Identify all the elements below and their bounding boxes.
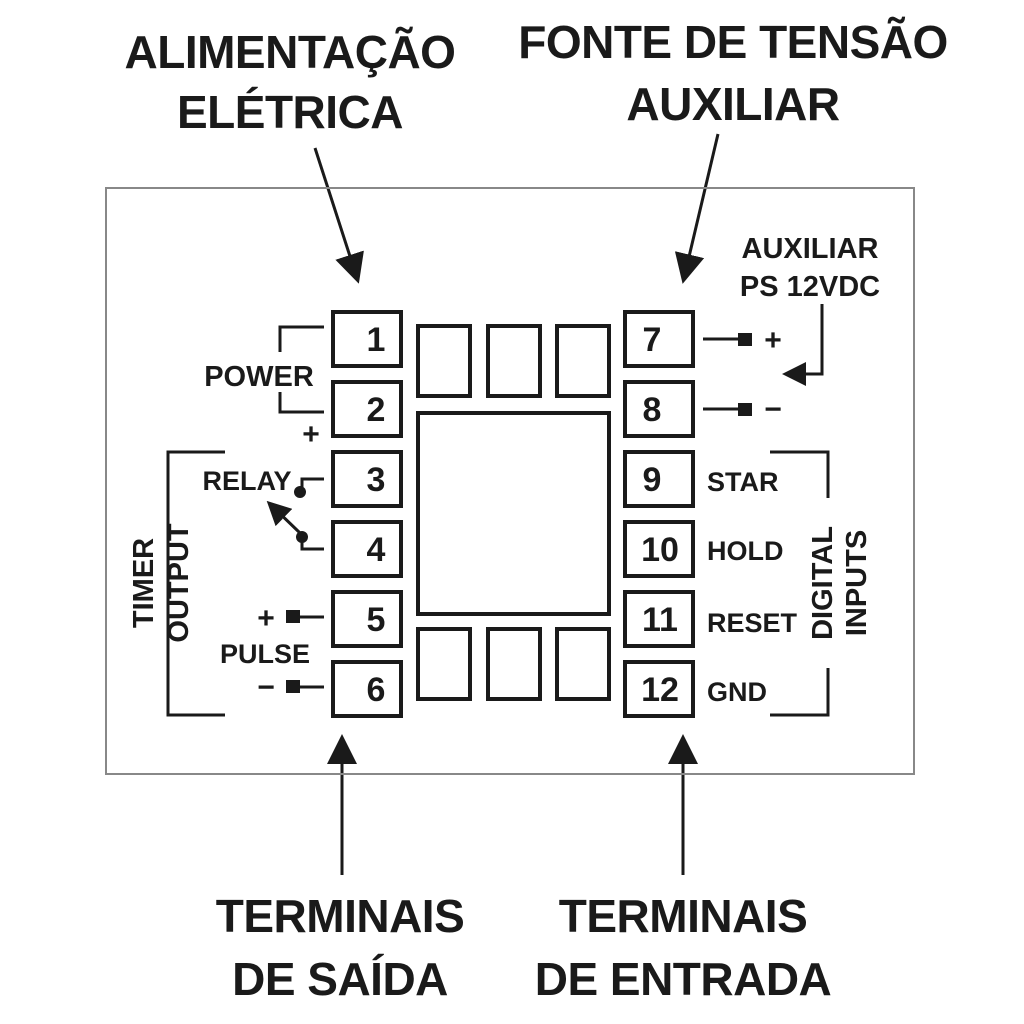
terminal-number: 10 [641, 531, 679, 569]
aux-plus-sign: + [764, 324, 782, 357]
terminal-7 [623, 310, 695, 368]
callout-aux-source-line1: FONTE DE TENSÃO [518, 16, 948, 68]
display-segment [555, 627, 611, 701]
pulse-label: PULSE [220, 639, 310, 669]
aux-minus-sign: − [764, 393, 782, 426]
terminal-9 [623, 450, 695, 508]
terminal-number: 11 [642, 601, 678, 639]
terminal-4 [331, 520, 403, 578]
power-plus-sign: + [302, 418, 320, 451]
callout-aux-source: FONTE DE TENSÃO AUXILIAR [518, 16, 948, 130]
callout-output-terminals-line2: DE SAÍDA [232, 953, 448, 1005]
pulse-minus-terminal [286, 680, 300, 693]
terminal-number: 1 [367, 321, 386, 359]
relay-contact-top [294, 486, 306, 498]
aux-pointer-arrow [782, 304, 824, 386]
display-segment [416, 627, 472, 701]
callout-input-terminals: TERMINAIS DE ENTRADA [535, 890, 832, 1005]
terminal-number: 5 [367, 601, 386, 639]
display-segment [555, 324, 611, 398]
terminal-8 [623, 380, 695, 438]
terminal-12 [623, 660, 695, 718]
terminal-1 [331, 310, 403, 368]
display-window [416, 411, 611, 616]
aux-label-line1: AUXILIAR [742, 233, 879, 265]
right-terminal-strip: 7 8 9 10 11 12 [623, 310, 695, 718]
pulse-plus-terminal [286, 610, 300, 623]
terminal-number: 9 [643, 461, 662, 499]
digital-input-labels: STAR HOLD RESET GND [707, 467, 798, 707]
input-label-star: STAR [707, 467, 779, 497]
callout-output-terminals-line1: TERMINAIS [216, 890, 465, 942]
digital-inputs-bracket-bottom [770, 668, 830, 717]
input-label-gnd: GND [707, 677, 767, 707]
terminal-3 [331, 450, 403, 508]
callout-input-terminals-line2: DE ENTRADA [535, 953, 832, 1005]
aux-label-line2: PS 12VDC [740, 271, 880, 303]
display-segment [486, 324, 542, 398]
callout-power-supply: ALIMENTAÇÃO ELÉTRICA [125, 26, 456, 138]
display-segment [416, 324, 472, 398]
power-bracket: POWER + [204, 325, 324, 451]
pulse-minus-sign: − [257, 671, 275, 704]
terminal-5 [331, 590, 403, 648]
terminal-6 [331, 660, 403, 718]
input-label-hold: HOLD [707, 536, 784, 566]
terminal-number: 3 [367, 461, 386, 499]
power-bracket-bottom [278, 392, 324, 414]
timer-output-label-line2: OUTPUT [163, 523, 195, 643]
callout-power-supply-line1: ALIMENTAÇÃO [125, 26, 456, 78]
aux-power-output: AUXILIAR PS 12VDC + − [703, 233, 880, 426]
power-label: POWER [204, 361, 314, 393]
pulse-output: + PULSE − [220, 602, 324, 704]
arrow-to-power-terminals [313, 147, 364, 284]
relay-contacts: RELAY [202, 466, 324, 551]
pulse-plus-sign: + [257, 602, 275, 635]
terminal-2 [331, 380, 403, 438]
callout-aux-source-line2: AUXILIAR [626, 78, 840, 130]
display-segment [486, 627, 542, 701]
relay-switch-arm [266, 500, 302, 535]
terminal-number: 7 [643, 321, 662, 359]
callout-power-supply-line2: ELÉTRICA [177, 86, 403, 138]
timer-output-label-line1: TIMER [128, 538, 160, 628]
digital-inputs-group: DIGITAL INPUTS [770, 450, 873, 717]
aux-plus-terminal [738, 333, 752, 346]
terminal-number: 4 [367, 531, 386, 569]
aux-minus-terminal [738, 403, 752, 416]
relay-wire-top [300, 477, 324, 490]
timer-output-bracket [166, 450, 225, 717]
callout-input-terminals-line1: TERMINAIS [559, 890, 808, 942]
device-frame [105, 187, 915, 775]
callout-output-terminals: TERMINAIS DE SAÍDA [216, 890, 465, 1005]
terminal-11 [623, 590, 695, 648]
terminal-number: 12 [641, 671, 679, 709]
relay-label: RELAY [202, 466, 291, 496]
timer-output-group: TIMER OUTPUT [128, 450, 225, 717]
terminal-number: 2 [367, 391, 386, 429]
arrow-to-aux-terminals [674, 133, 720, 284]
digital-inputs-bracket-top [770, 450, 830, 498]
power-bracket-top [278, 325, 324, 352]
display-area [416, 324, 611, 701]
terminal-number: 6 [367, 671, 386, 709]
terminal-number: 8 [643, 391, 662, 429]
terminal-10 [623, 520, 695, 578]
digital-inputs-label-line1: DIGITAL [807, 526, 839, 640]
left-terminal-strip: 1 2 3 4 5 6 [331, 310, 403, 718]
digital-inputs-label-line2: INPUTS [841, 530, 873, 636]
input-label-reset: RESET [707, 608, 798, 638]
